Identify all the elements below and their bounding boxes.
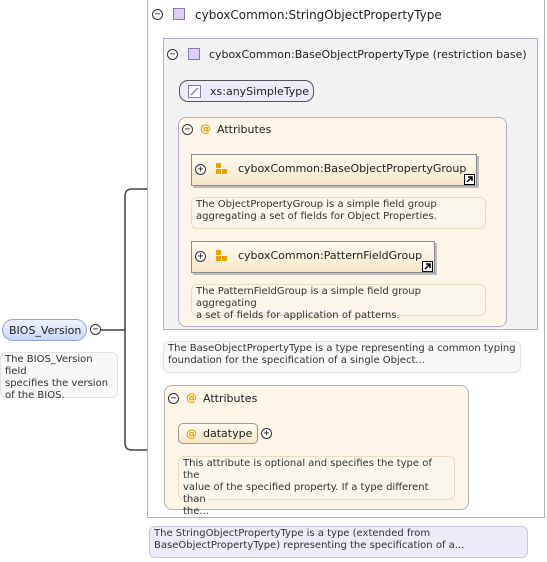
attributes-label: Attributes (203, 392, 258, 405)
group-name: cyboxCommon:BaseObjectPropertyGroup (238, 162, 467, 175)
collapse-icon[interactable]: − (167, 49, 178, 60)
base-type-documentation: The BaseObjectPropertyType is a type rep… (163, 341, 521, 373)
element-node-bios-version[interactable]: BIOS_Version (2, 319, 87, 341)
element-name: BIOS_Version (9, 324, 82, 337)
attribute-documentation: This attribute is optional and specifies… (178, 456, 455, 517)
base-type-title: cyboxCommon:BaseObjectPropertyType (rest… (209, 48, 527, 61)
expand-icon[interactable]: + (261, 428, 272, 439)
attribute-icon: @ (186, 391, 197, 404)
attribute-icon: @ (200, 122, 211, 135)
simple-type-name: xs:anySimpleType (210, 85, 309, 98)
link-arrow-icon[interactable] (422, 261, 433, 272)
attribute-name: datatype (203, 427, 253, 440)
group-name: cyboxCommon:PatternFieldGroup (238, 249, 423, 262)
link-arrow-icon[interactable] (464, 174, 475, 185)
expand-icon[interactable]: + (195, 164, 206, 175)
attribute-group-node[interactable]: + cyboxCommon:BaseObjectPropertyGroup (191, 154, 477, 186)
attributes-label: Attributes (217, 123, 272, 136)
attribute-icon: @ (186, 427, 197, 440)
attribute-group-node[interactable]: + cyboxCommon:PatternFieldGroup (191, 241, 435, 273)
collapse-icon[interactable]: − (90, 324, 101, 335)
collapse-icon[interactable]: − (152, 9, 163, 20)
collapse-icon[interactable]: − (182, 124, 193, 135)
expand-icon[interactable]: + (195, 251, 206, 262)
group-icon (216, 250, 228, 262)
group-icon (216, 163, 228, 175)
simple-type-node[interactable]: xs:anySimpleType (179, 80, 314, 102)
collapse-icon[interactable]: − (168, 393, 179, 404)
attribute-node-datatype[interactable]: @ datatype (178, 423, 258, 444)
type-icon (188, 48, 200, 60)
type-title: cyboxCommon:StringObjectPropertyType (195, 8, 442, 22)
group-documentation: The ObjectPropertyGroup is a simple fiel… (191, 197, 486, 229)
type-documentation: The StringObjectPropertyType is a type (… (149, 526, 528, 558)
group-documentation: The PatternFieldGroup is a simple field … (191, 284, 486, 321)
pencil-icon (188, 85, 201, 98)
type-icon (173, 8, 185, 20)
